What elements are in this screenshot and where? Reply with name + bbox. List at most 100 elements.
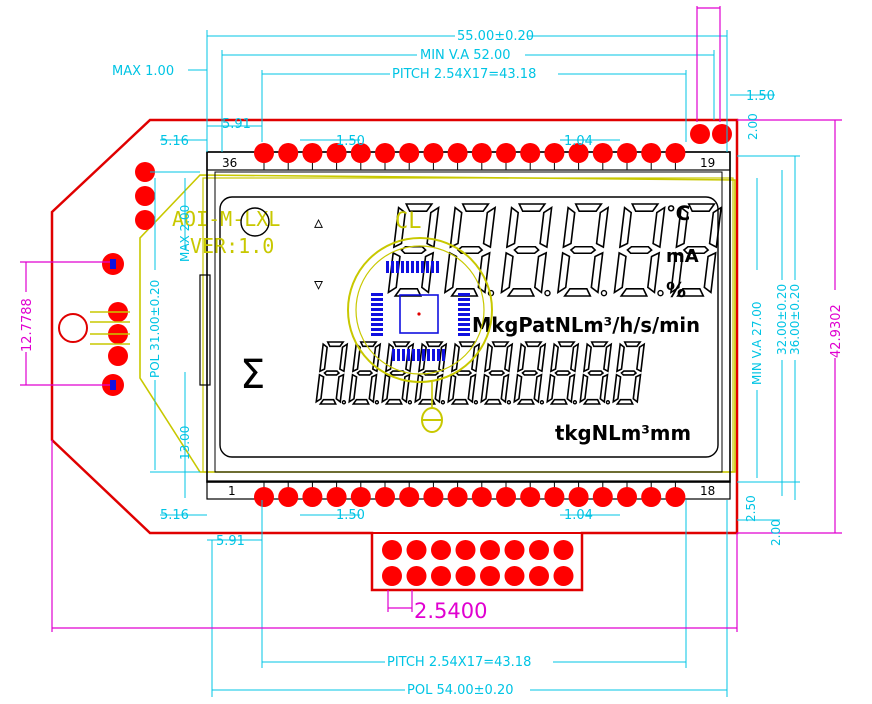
cob-chip [347,237,493,433]
lcd-segment [339,342,349,373]
silkscreen-version: VER:1.0 [190,234,274,258]
lcd-segment [351,342,361,373]
bond-pad [371,333,383,336]
lcd-segment [348,373,358,404]
lcd-segment [480,373,490,404]
lcd-segment [482,206,497,249]
bottom-digit-row [315,341,646,405]
lcd-segment [524,341,543,348]
mounting-hole [58,313,88,343]
dim-left-max: MAX 2.00 [178,205,192,262]
lcd-segment [669,251,684,294]
connector-pad [529,540,549,560]
lcd-segment [587,370,605,376]
bond-pad [458,328,470,331]
bond-pad [371,303,383,306]
lcd-segment [504,342,514,373]
top-pad [302,143,323,163]
bottom-pad [568,487,589,507]
lcd-segment [315,373,325,404]
top-pad [665,143,686,163]
lcd-segment [326,341,345,348]
dim-offset-top-left-b: 5.91 [222,117,251,132]
lcd-segment [500,251,514,294]
connector-pad [553,540,574,560]
bottom-pin-strip [206,480,731,500]
top-pad [399,143,420,163]
unit-percent: % [666,278,686,302]
dim-pin-gap-bottom-right: 1.04 [564,508,593,523]
lcd-segment [483,398,502,405]
bond-pad [407,349,410,361]
lcd-decimal-point [506,400,512,405]
dim-overall-width: 55.00±0.20 [457,29,534,44]
lcd-digit [612,341,646,405]
lcd-segment [483,342,493,373]
lcd-segment [318,342,328,373]
q-mark-icon [240,207,270,237]
lcd-segment [500,373,510,404]
bottom-pad [617,487,637,507]
lcd-digit [669,203,723,297]
lcd-segment [458,341,477,348]
lcd-segment [513,245,540,255]
lcd-segment [557,341,576,348]
bond-pad [437,349,440,361]
pin-number-18: 18 [700,484,715,498]
lcd-segment [513,373,523,404]
dim-pin-gap-top-left: 1.50 [336,134,365,149]
lcd-segment [351,398,370,405]
bottom-pad [471,487,492,507]
lcd-decimal-point [539,400,545,405]
dim-connector-pitch: 2.5400 [414,599,487,623]
bond-pad [371,318,383,321]
bond-pad [371,328,383,331]
lcd-segment [646,251,661,294]
lcd-segment [318,398,337,405]
lcd-segment [595,206,610,249]
side-pad [135,162,155,182]
lcd-segment [708,206,723,249]
lcd-segment [422,370,440,376]
lcd-digit [414,341,448,405]
lcd-segment [630,203,660,212]
dim-offset-bottom-left: 5.16 [160,508,189,523]
side-pad [135,186,155,206]
lcd-segment [506,288,536,297]
dim-offset-top-left: 5.16 [160,134,189,149]
lcd-segment [546,373,556,404]
bond-pad [458,308,470,311]
lcd-digit [480,341,514,405]
lcd-segment [549,342,559,373]
lcd-segment [599,373,609,404]
dim-right-top-vert: 2.00 [746,113,760,140]
lcd-segment [516,342,526,373]
unit-row: MkgPatNLm³/h/s/min [472,313,700,337]
bond-pad [458,298,470,301]
bond-pad [458,303,470,306]
lcd-decimal-point [657,289,664,297]
connector-pad [504,540,525,560]
top-pad [375,143,395,163]
connector-pad [406,540,427,560]
pin-number-19: 19 [700,156,715,170]
lcd-glass-inner [214,171,723,473]
bottom-pad [423,487,444,507]
bond-pad [436,261,439,273]
lcd-segment [613,251,627,294]
bond-pad [427,349,430,361]
lcd-segment [582,398,601,405]
lcd-decimal-point [600,289,608,297]
lcd-segment [368,373,378,404]
lcd-segment [566,373,576,404]
connector-pad [382,540,402,560]
dim-right-top-gap: 1.50 [746,89,775,104]
lcd-decimal-point [374,400,380,405]
top-pad [592,143,613,163]
connector-pad [480,566,500,586]
bottom-pad [254,487,274,507]
bond-pad [406,261,409,273]
lcd-segment [450,398,469,405]
silkscreen-model: AOI-M-LXL [172,207,280,231]
lcd-decimal-point [572,400,578,405]
